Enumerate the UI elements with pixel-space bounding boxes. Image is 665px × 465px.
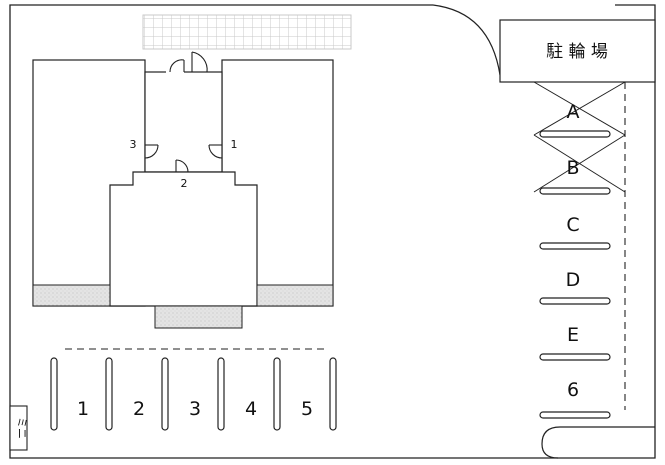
- space-divider-6: [539, 411, 611, 419]
- crossed-out-zone: [533, 81, 626, 193]
- bottom-divider-4: [217, 357, 225, 431]
- space-label-E: E: [567, 324, 579, 346]
- door-2-label: 2: [181, 177, 188, 190]
- bicycle-parking-box: [499, 19, 656, 83]
- door-3-swing: [144, 144, 159, 159]
- bicycle-parking-label: 駐 輪 場: [546, 42, 608, 62]
- right-parking-labels: A B C D E 6: [566, 101, 581, 401]
- right-parking-dividers: [539, 130, 611, 419]
- driveway-curve-top: [432, 4, 501, 76]
- side-sign-label: ミニ: [16, 417, 29, 439]
- bottom-divider-3: [161, 357, 169, 431]
- main-building: [109, 171, 258, 307]
- side-sign-box: [9, 405, 28, 451]
- bottom-space-label-3: 3: [189, 398, 201, 420]
- door-1-swing: [208, 144, 223, 159]
- space-divider-C: [539, 242, 611, 250]
- central-hall: [144, 71, 223, 173]
- bottom-space-label-1: 1: [77, 398, 89, 420]
- bottom-divider-2: [105, 357, 113, 431]
- space-divider-A: [539, 130, 611, 138]
- bottom-divider-5: [273, 357, 281, 431]
- bottom-space-label-4: 4: [245, 398, 257, 420]
- site-boundary: [9, 4, 656, 459]
- bottom-divider-6: [329, 357, 337, 431]
- gravel-strip-right: [256, 284, 334, 307]
- space-divider-E: [539, 353, 611, 361]
- space-divider-D: [539, 297, 611, 305]
- door-3-label: 3: [130, 138, 137, 151]
- door-2-swing: [175, 159, 189, 173]
- building-complex: [32, 59, 334, 307]
- top-double-door: [166, 51, 208, 73]
- gravel-strip-left: [32, 284, 111, 307]
- space-divider-B: [539, 187, 611, 195]
- bottom-space-label-2: 2: [133, 398, 145, 420]
- bottom-parking-labels: 1 2 3 4 5: [77, 398, 313, 420]
- space-label-6: 6: [567, 379, 579, 401]
- bottom-parking-dividers: [50, 357, 337, 431]
- tiled-paving: [142, 14, 352, 50]
- bottom-divider-1: [50, 357, 58, 431]
- entrance-step: [154, 305, 243, 329]
- driveway-curve-bottom: [541, 426, 655, 459]
- space-label-B: B: [566, 157, 579, 179]
- space-label-D: D: [566, 269, 581, 291]
- bottom-space-label-5: 5: [301, 398, 313, 420]
- space-label-A: A: [567, 101, 580, 123]
- space-label-C: C: [566, 214, 579, 236]
- door-1-label: 1: [231, 138, 238, 151]
